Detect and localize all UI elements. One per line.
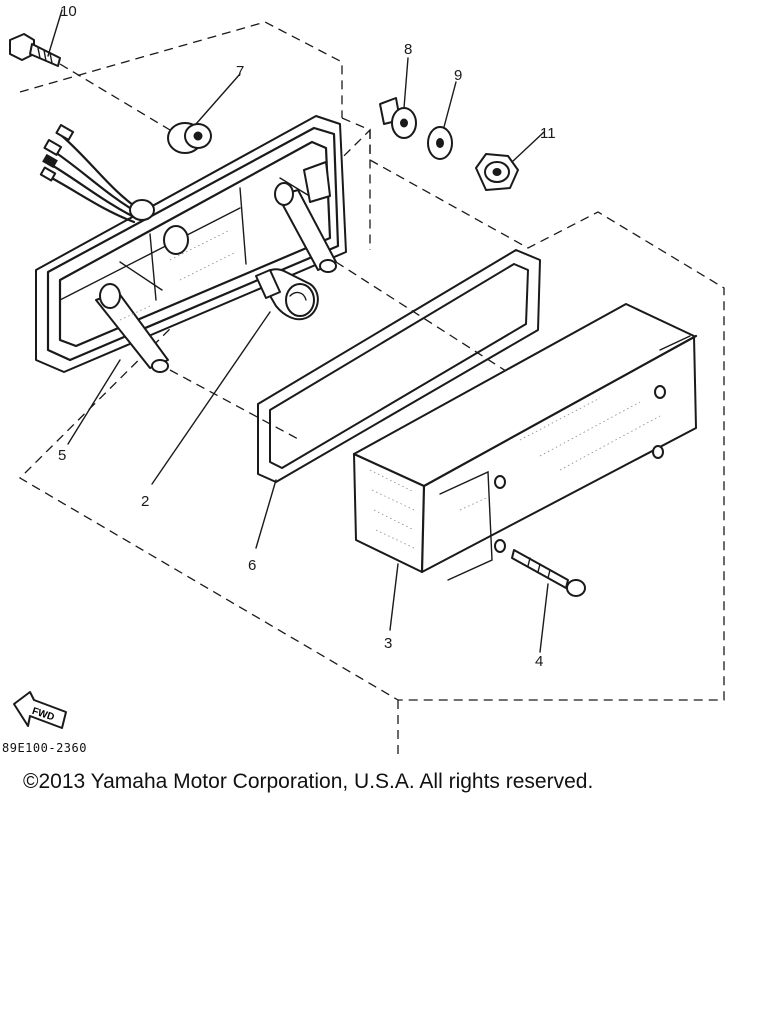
bulb-part <box>255 268 319 321</box>
callout-5: 5 <box>58 447 66 464</box>
copyright-notice: ©2013 Yamaha Motor Corporation, U.S.A. A… <box>23 770 594 793</box>
gasket-part <box>257 249 541 483</box>
assembly-boundary <box>18 21 725 701</box>
leader-line-6 <box>255 479 277 549</box>
leader-line-4 <box>539 583 549 653</box>
collar-part <box>379 97 417 139</box>
leader-line-11 <box>511 131 545 163</box>
leader-line-10 <box>47 9 63 57</box>
hidden-line-bracket <box>341 117 371 250</box>
callout-3: 3 <box>384 635 392 652</box>
fwd-arrow-icon: FWD <box>13 691 67 729</box>
lens-part <box>352 303 698 581</box>
screw-axis-dash <box>59 63 171 131</box>
leader-line-5 <box>67 359 121 445</box>
callout-9: 9 <box>454 67 462 84</box>
wiring-harness <box>39 124 155 224</box>
washer-part <box>427 126 453 160</box>
callout-7: 7 <box>236 63 244 80</box>
leader-line-7 <box>195 73 241 125</box>
screw-part <box>9 33 61 67</box>
drawing-code: 89E100-2360 <box>2 741 87 755</box>
callout-10: 10 <box>60 3 77 20</box>
nut-part <box>475 153 519 191</box>
callout-8: 8 <box>404 41 412 58</box>
leader-line-3 <box>389 563 399 631</box>
housing-part <box>35 115 347 373</box>
callout-2: 2 <box>141 493 149 510</box>
lens-screw-part <box>511 549 586 597</box>
exploded-parts-diagram: FWD 10 7 8 9 11 5 2 6 3 4 <box>9 3 725 760</box>
callout-6: 6 <box>248 557 256 574</box>
grommet-part <box>167 122 212 154</box>
leader-line-8 <box>403 57 409 109</box>
gasket-alignment-dash <box>169 261 521 441</box>
leader-line-9 <box>443 81 457 128</box>
callout-11: 11 <box>540 125 556 142</box>
callout-4: 4 <box>535 653 543 670</box>
leader-line-2 <box>151 311 271 485</box>
